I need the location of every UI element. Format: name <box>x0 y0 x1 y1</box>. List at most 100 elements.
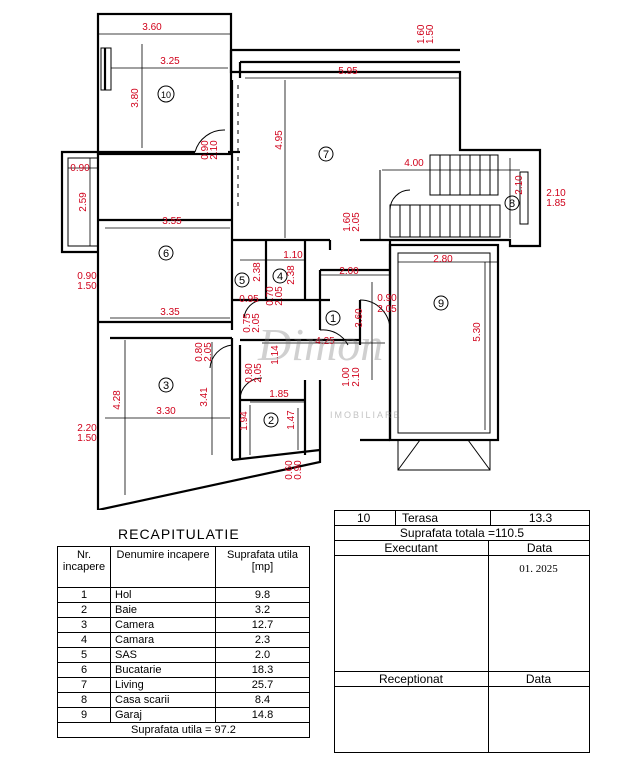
cell-nr: 1 <box>57 587 111 603</box>
dim-label: 1.47 <box>286 410 297 430</box>
dim-label: 3.80 <box>130 88 141 108</box>
cell-name: Living <box>110 677 216 693</box>
dim-label: 3.35 <box>160 307 180 318</box>
recap-total: Suprafata utila = 97.2 <box>57 722 310 738</box>
dim-label: 3.30 <box>156 406 176 417</box>
cell-area: 12.7 <box>215 617 310 633</box>
executant-row: Executant Data <box>335 541 589 556</box>
date-value: 01. 2025 <box>519 563 558 575</box>
receptionat-label: Receptionat <box>378 672 444 686</box>
signature-table: 10 Terasa 13.3 Suprafata totala =110.5 E… <box>334 510 590 753</box>
dim-label: 1.00 <box>341 367 352 387</box>
cell-nr: 8 <box>57 692 111 708</box>
cell-name: Hol <box>110 587 216 603</box>
dim-label: 1.10 <box>283 250 303 261</box>
dim-label: 2.10 <box>546 188 566 199</box>
dim-label: 0.90 <box>77 271 97 282</box>
dim-label: 0.90 <box>200 140 211 160</box>
cell-name: Garaj <box>110 707 216 723</box>
room-number: 6 <box>163 248 169 260</box>
cell-name: Baie <box>110 602 216 618</box>
dim-label: 4.00 <box>404 158 424 169</box>
dim-label: 5.95 <box>338 66 358 77</box>
dim-label: 2.38 <box>252 262 263 282</box>
total-row: Suprafata totala =110.5 <box>335 526 589 541</box>
dim-label: 3.60 <box>354 308 365 328</box>
cell-area: 2.0 <box>215 647 310 663</box>
room-number: 10 <box>161 90 171 100</box>
recap-title: RECAPITULATIE <box>118 526 240 542</box>
dim-label: 3.60 <box>142 22 162 33</box>
dim-label: 0.60 <box>284 460 295 480</box>
dim-label: 2.10 <box>209 140 220 160</box>
data-label: Data <box>488 541 590 555</box>
dim-label: 1.94 <box>239 411 250 431</box>
data-label-2: Data <box>525 672 552 686</box>
dim-label: 2.10 <box>514 175 525 195</box>
header-area: Suprafata utila [mp] <box>215 546 310 588</box>
executant-label: Executant <box>384 541 438 555</box>
cell-name: Bucatarie <box>110 662 216 678</box>
terasa-name: Terasa <box>395 511 438 525</box>
dim-label: 1.50 <box>77 281 97 292</box>
recap-total-row: Suprafata utila = 97.2 <box>57 722 310 738</box>
dim-label: 0.90 <box>377 293 397 304</box>
dim-label: 3.25 <box>160 56 180 67</box>
dim-label: 0.80 <box>194 342 205 362</box>
room-number: 1 <box>330 313 336 325</box>
dim-label: 5.30 <box>472 322 483 342</box>
recap-table: Nr. incapere Denumire incapere Suprafata… <box>57 546 310 738</box>
cell-area: 25.7 <box>215 677 310 693</box>
dim-label: 3.55 <box>162 216 182 227</box>
terasa-row: 10 Terasa 13.3 <box>335 511 589 526</box>
dim-label: 1.50 <box>77 433 97 444</box>
dim-label: 0.90 <box>70 163 90 174</box>
room-number: 5 <box>239 275 245 287</box>
recap-header-row: Nr. incapere Denumire incapere Suprafata… <box>57 546 310 588</box>
room-number: 3 <box>163 380 169 392</box>
header-name: Denumire incapere <box>110 546 216 588</box>
terasa-area: 13.3 <box>490 511 590 525</box>
cell-nr: 3 <box>57 617 111 633</box>
floor-plan: 3.60 3.25 5.95 1.60 1.50 3.80 4.95 0.90 … <box>60 12 566 510</box>
cell-nr: 9 <box>57 707 111 723</box>
terasa-nr: 10 <box>357 511 371 525</box>
room-numbers: 1 2 3 4 5 6 7 8 9 10 <box>157 85 520 428</box>
total-label: Suprafata totala =110.5 <box>399 526 525 540</box>
cell-area: 8.4 <box>215 692 310 708</box>
dim-label: 0.80 <box>244 363 255 383</box>
dim-label: 2.05 <box>203 342 214 362</box>
dim-label: 4.25 <box>315 336 335 347</box>
dim-label: 4.28 <box>112 390 123 410</box>
room-number: 4 <box>277 271 283 283</box>
dim-label: 2.10 <box>351 367 362 387</box>
dim-label: 4.95 <box>274 130 285 150</box>
cell-name: Camara <box>110 632 216 648</box>
dim-label: 2.05 <box>274 286 285 306</box>
dimension-lines <box>68 33 520 495</box>
cell-name: SAS <box>110 647 216 663</box>
dim-label: 2.05 <box>253 363 264 383</box>
cell-nr: 4 <box>57 632 111 648</box>
dim-label: 0.70 <box>265 286 276 306</box>
dim-label: 2.00 <box>339 266 359 277</box>
receptionat-row: Receptionat Data <box>335 671 589 687</box>
dim-label: 2.05 <box>377 304 397 315</box>
cell-area: 9.8 <box>215 587 310 603</box>
dim-label: 2.05 <box>351 212 362 232</box>
room-number: 9 <box>438 298 444 310</box>
dim-label: 1.60 <box>342 212 353 232</box>
dim-label: 0.90 <box>293 460 304 480</box>
walls <box>60 12 542 510</box>
room-number: 7 <box>323 149 329 161</box>
dim-label: 0.75 <box>242 313 253 333</box>
dim-label: 2.20 <box>77 423 97 434</box>
dim-label: 2.80 <box>433 254 453 265</box>
dim-label: 2.59 <box>78 192 89 212</box>
